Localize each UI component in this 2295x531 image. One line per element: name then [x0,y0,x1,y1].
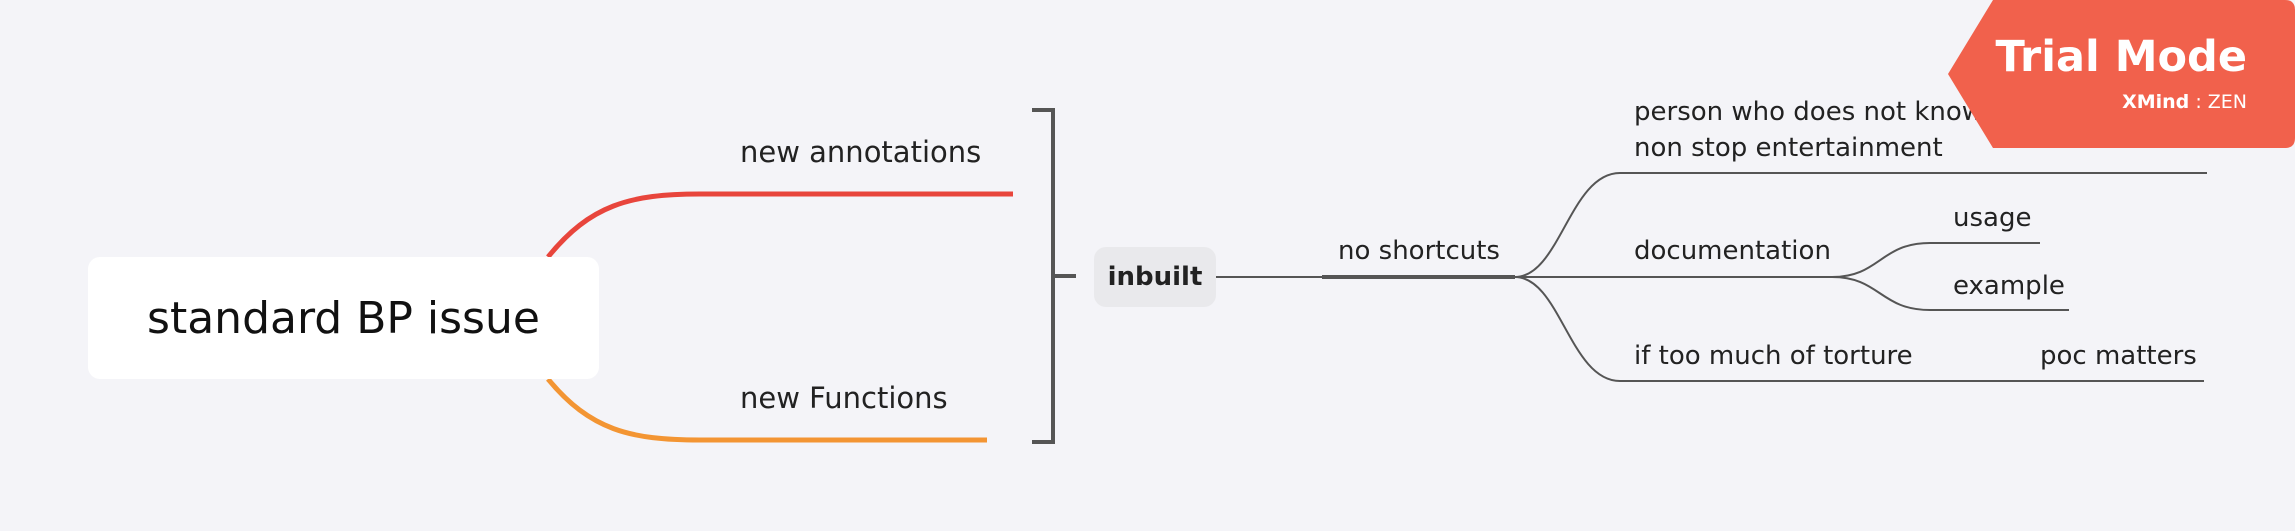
line-to-example [1831,276,2069,311]
subtopic-poc-matters[interactable]: poc matters [2040,341,2197,371]
topic-no-shortcuts[interactable]: no shortcuts [1338,236,1500,266]
trial-badge-shape [1948,0,2295,148]
summary-topic[interactable]: inbuilt [1094,247,1216,307]
branch-line-annotations [546,191,1013,259]
topic-new-annotations[interactable]: new annotations [740,135,982,169]
summary-bracket [1032,108,1076,444]
line-to-entertainment [1514,172,2207,278]
trial-mode-badge[interactable]: Trial Mode XMind : ZEN [1948,0,2295,148]
xmind-brand-text: XMind [2122,91,2190,113]
summary-topic-label: inbuilt [1107,262,1203,292]
subtopic-documentation[interactable]: documentation [1634,236,1831,266]
xmind-zen-logo: XMind : ZEN [2122,93,2247,112]
root-topic[interactable]: standard BP issue [88,257,599,379]
trial-mode-title: Trial Mode [1995,32,2247,82]
root-topic-label: standard BP issue [147,292,540,344]
branch-line-functions [546,377,987,443]
topic-new-functions[interactable]: new Functions [740,381,948,415]
subtopic-entertainment[interactable]: non stop entertainment [1634,133,1943,163]
zen-edition-text: ZEN [2207,91,2247,113]
subtopic-torture[interactable]: if too much of torture [1634,341,1913,371]
line-to-torture [1514,276,2204,382]
subtopic-usage[interactable]: usage [1953,203,2032,233]
line-to-usage [1831,242,2040,278]
brand-separator: : [2189,91,2208,113]
subtopic-example[interactable]: example [1953,271,2065,301]
